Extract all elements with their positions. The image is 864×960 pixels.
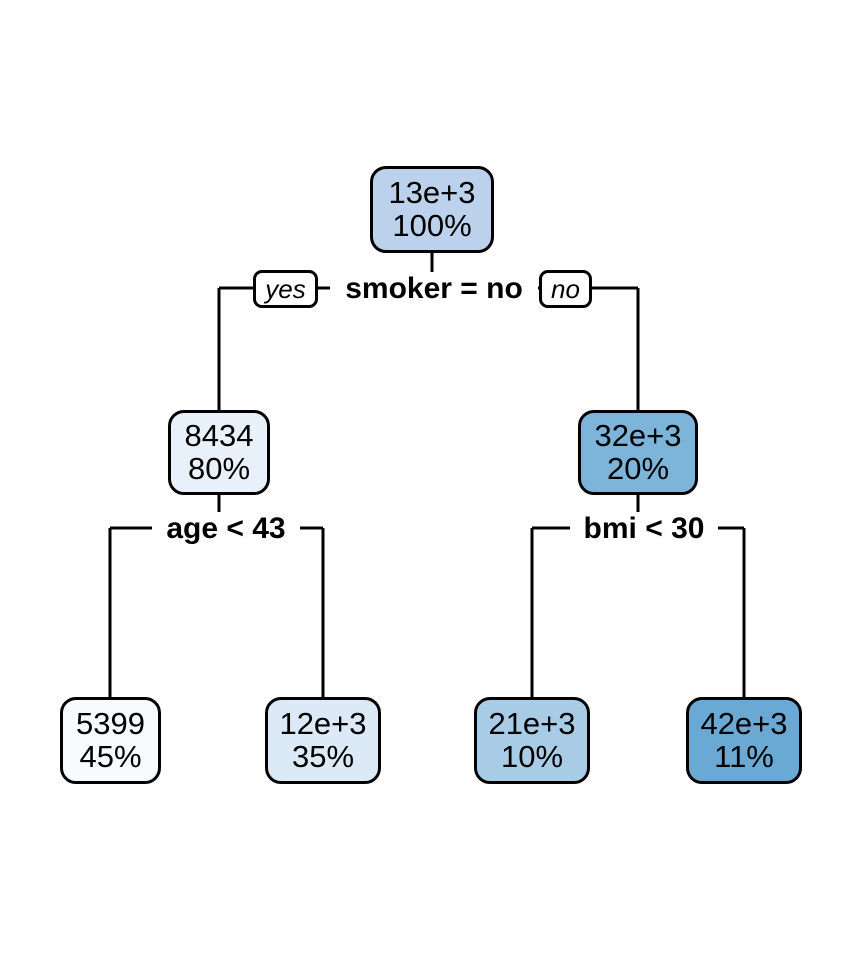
tree-node-leaf-2[interactable]: 12e+3 35% [265,697,381,784]
node-count: 21e+3 [488,705,576,741]
node-percent: 80% [187,450,251,486]
node-count: 8434 [184,417,254,453]
node-count: 42e+3 [700,705,788,741]
tree-node-leaf-1[interactable]: 5399 45% [60,697,161,784]
node-percent: 45% [79,738,142,774]
node-percent: 10% [500,738,564,774]
tree-node-leaf-4[interactable]: 42e+3 11% [686,697,802,784]
node-count: 13e+3 [388,174,476,210]
tree-node-left[interactable]: 8434 80% [168,410,270,495]
tree-node-right[interactable]: 32e+3 20% [578,410,698,495]
node-count: 5399 [76,705,145,741]
branch-box-yes[interactable]: yes [253,270,318,308]
node-count: 32e+3 [594,417,682,453]
node-count: 12e+3 [279,705,367,741]
branch-box-no[interactable]: no [539,270,592,308]
split-label-smoker: smoker = no [330,272,538,306]
tree-node-root[interactable]: 13e+3 100% [370,166,494,253]
node-percent: 35% [291,738,355,774]
tree-node-leaf-3[interactable]: 21e+3 10% [474,697,590,784]
node-percent: 20% [606,450,670,486]
split-label-bmi: bmi < 30 [570,512,718,546]
split-label-age: age < 43 [152,512,300,546]
node-percent: 100% [392,207,472,243]
node-percent: 11% [714,738,774,774]
